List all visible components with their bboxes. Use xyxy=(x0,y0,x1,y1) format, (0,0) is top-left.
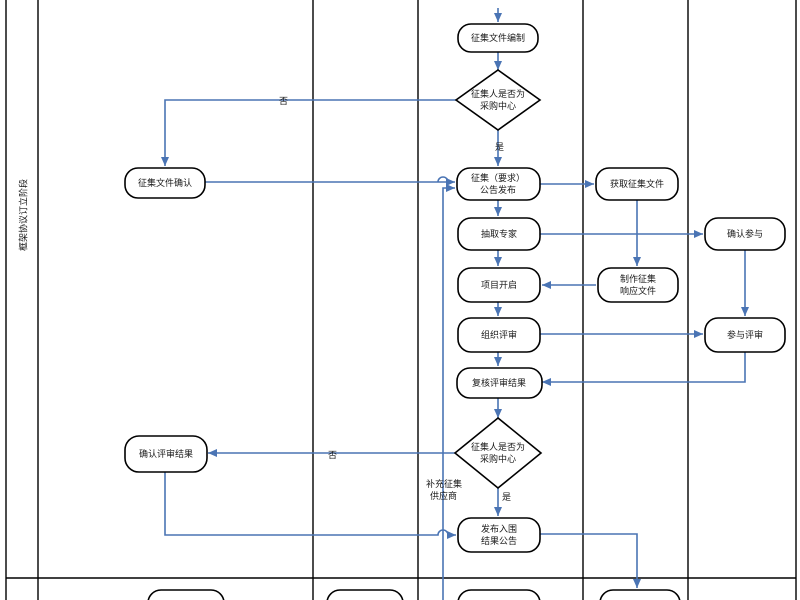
decision-d2-line1: 征集人是否为 xyxy=(471,441,525,453)
decision-d2-line2: 采购中心 xyxy=(480,453,516,465)
label-no-1: 否 xyxy=(279,96,288,107)
node-n5: 获取征集文件 xyxy=(595,167,679,201)
decision-d1: 征集人是否为 采购中心 xyxy=(454,69,542,131)
node-n7-label: 确认参与 xyxy=(727,228,763,240)
node-n9-line1: 制作征集 xyxy=(620,273,656,285)
partial-node-4 xyxy=(599,589,681,600)
node-n8: 项目开启 xyxy=(457,267,541,303)
node-n6-label: 抽取专家 xyxy=(481,228,517,240)
node-n12-label: 复核评审结果 xyxy=(472,377,526,389)
label-yes-2: 是 xyxy=(502,492,511,503)
node-n9-line2: 响应文件 xyxy=(620,285,656,297)
node-n12: 复核评审结果 xyxy=(456,367,543,399)
partial-node-2 xyxy=(326,589,404,600)
arrow-announce-to-next xyxy=(540,533,641,588)
partial-node-3 xyxy=(457,589,541,600)
node-n4: 征集（要求） 公告发布 xyxy=(456,167,541,201)
node-n6: 抽取专家 xyxy=(457,217,541,251)
node-n11-label: 参与评审 xyxy=(727,329,763,341)
node-n14: 确认评审结果 xyxy=(124,435,208,473)
decision-d2: 征集人是否为 采购中心 xyxy=(453,416,543,490)
label-yes-1: 是 xyxy=(495,142,504,153)
arrow-result-confirm-to-announce xyxy=(164,472,456,539)
phase-label-text: 框架协议订立阶段 xyxy=(18,179,30,251)
phase-label: 框架协议订立阶段 xyxy=(18,179,30,251)
swimlane-grid xyxy=(5,0,797,600)
node-n1: 征集文件编制 xyxy=(457,23,539,53)
node-n14-label: 确认评审结果 xyxy=(139,448,193,460)
node-n9: 制作征集 响应文件 xyxy=(597,267,679,303)
partial-node-1 xyxy=(147,589,225,600)
node-n8-label: 项目开启 xyxy=(481,279,517,291)
node-n7: 确认参与 xyxy=(704,217,786,251)
label-supplement-line1: 补充征集 xyxy=(426,478,462,490)
node-n4-line1: 征集（要求） xyxy=(471,172,525,184)
node-n4-line2: 公告发布 xyxy=(480,184,516,196)
node-n15-line1: 发布入围 xyxy=(481,523,517,535)
flow-connectors xyxy=(161,8,749,600)
label-supplement-line2: 供应商 xyxy=(430,490,457,502)
decision-d1-line1: 征集人是否为 xyxy=(471,88,525,100)
node-n11: 参与评审 xyxy=(704,317,786,353)
node-n1-label: 征集文件编制 xyxy=(471,32,525,44)
node-n3-label: 征集文件确认 xyxy=(138,177,192,189)
node-n15: 发布入围 结果公告 xyxy=(457,517,541,553)
crossing-hop-1 xyxy=(437,176,449,183)
arrow-supplement-loop xyxy=(442,184,455,600)
node-n5-label: 获取征集文件 xyxy=(610,178,664,190)
label-no-2: 否 xyxy=(328,450,337,461)
decision-d1-line2: 采购中心 xyxy=(480,100,516,112)
arrow-decision1-no xyxy=(161,99,456,166)
node-n15-line2: 结果公告 xyxy=(481,535,517,547)
node-n3: 征集文件确认 xyxy=(124,167,206,199)
bottom-partial-nodes xyxy=(147,589,681,600)
node-n10-label: 组织评审 xyxy=(481,329,517,341)
arrow-participate-to-review xyxy=(542,352,746,386)
node-n10: 组织评审 xyxy=(457,317,541,353)
